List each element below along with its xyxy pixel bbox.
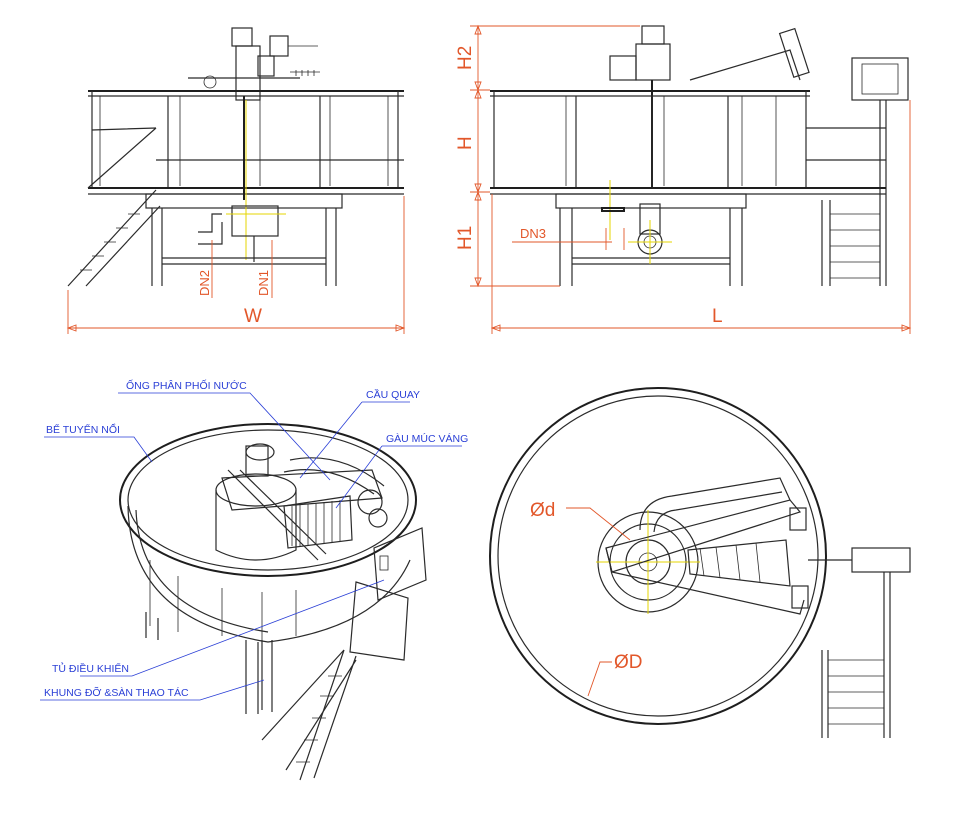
- dim-dn2-label: DN2: [197, 270, 212, 296]
- dim-w-label: W: [244, 306, 262, 327]
- label-khung-do: KHUNG ĐỠ &SÀN THAO TÁC: [44, 686, 189, 699]
- label-ong-phan-phoi-nuoc: ỐNG PHÂN PHỐI NƯỚC: [126, 378, 247, 392]
- label-cau-quay: CẦU QUAY: [366, 388, 420, 401]
- label-be-tuyen-noi: BỂ TUYỂN NỔI: [46, 423, 120, 436]
- dim-h2-label: H2: [455, 46, 476, 70]
- dim-l-label: L: [712, 306, 723, 327]
- dim-dn3-label: DN3: [520, 226, 546, 241]
- front-elevation-view: W DN2 DN1: [66, 27, 406, 334]
- side-elevation-view: DN3 H2 H H1 L: [455, 24, 912, 334]
- dim-dn1-label: DN1: [256, 270, 271, 296]
- dim-h1-label: H1: [455, 226, 476, 250]
- dim-d-small-label: Ød: [530, 500, 555, 521]
- dim-h-label: H: [455, 136, 476, 150]
- isometric-view: ỐNG PHÂN PHỐI NƯỚC CẦU QUAY BỂ TUYỂN NỔI…: [40, 378, 468, 781]
- label-tu-dieu-khien: TỦ ĐIỀU KHIỂN: [52, 662, 129, 675]
- label-gau-muc-vang: GÀU MÚC VÁNG: [386, 432, 468, 445]
- plan-view: Ød ØD: [489, 387, 911, 738]
- dim-d-large-label: ØD: [614, 652, 643, 673]
